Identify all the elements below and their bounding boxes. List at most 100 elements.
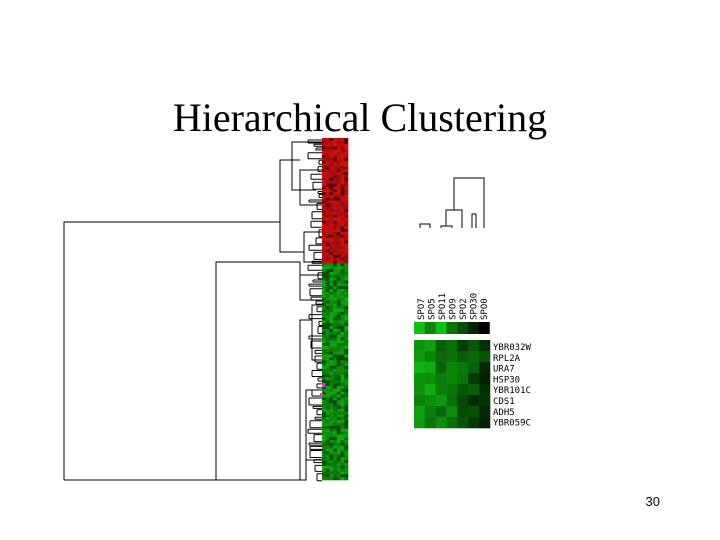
heatmap-cell	[325, 163, 330, 167]
heatmap-cell	[344, 403, 349, 407]
heatmap-cell	[333, 271, 338, 276]
heatmap-cell	[329, 254, 334, 258]
heatmap-cell	[333, 294, 338, 298]
heatmap-cell	[333, 291, 338, 296]
heatmap-cell	[322, 468, 327, 472]
heatmap-cell	[344, 209, 349, 213]
zoom-heatmap-cell	[457, 417, 469, 429]
heatmap-cell	[322, 209, 327, 213]
heatmap-cell	[344, 368, 349, 372]
heatmap-cell	[340, 246, 345, 250]
heatmap-cell	[322, 442, 327, 447]
heatmap-cell	[336, 331, 341, 335]
heatmap-cell	[336, 374, 341, 378]
heatmap-cell	[325, 220, 330, 224]
zoom-heatmap-cell	[424, 406, 437, 418]
heatmap-cell	[325, 297, 330, 301]
heatmap-cell	[322, 326, 327, 330]
heatmap-cell	[340, 374, 345, 378]
heatmap-cell	[340, 163, 345, 167]
heatmap-cell	[344, 380, 349, 384]
zoom-heatmap-cell	[424, 384, 437, 396]
heatmap-cell	[325, 146, 330, 150]
heatmap-cell	[340, 391, 345, 395]
heatmap-cell	[344, 177, 349, 182]
heatmap-cell	[322, 180, 327, 184]
heatmap-cell	[336, 303, 341, 307]
heatmap-cell	[333, 297, 338, 301]
heatmap-cell	[329, 320, 334, 324]
heatmap-cell	[344, 206, 349, 210]
heatmap-cell	[333, 320, 338, 324]
heatmap-cell	[325, 442, 330, 447]
heatmap-cell	[340, 442, 345, 447]
zoom-heatmap-cell	[479, 384, 491, 396]
heatmap-cell	[336, 309, 341, 313]
heatmap-cell	[325, 289, 330, 293]
heatmap-cell	[340, 309, 345, 313]
heatmap-cell	[340, 306, 345, 310]
dendrogram-leaf	[318, 320, 322, 326]
heatmap-cell	[329, 311, 334, 315]
heatmap-cell	[340, 477, 345, 481]
heatmap-cell	[322, 351, 327, 355]
heatmap-cell	[322, 160, 327, 164]
gene-label: YBR101C	[493, 386, 531, 396]
heatmap-cell	[340, 343, 345, 347]
gene-label: YBR059C	[493, 419, 531, 429]
heatmap-cell	[336, 351, 341, 355]
heatmap-cell	[329, 200, 334, 204]
heatmap-cell	[336, 346, 341, 350]
heatmap-cell	[329, 283, 334, 287]
heatmap-cell	[322, 263, 327, 267]
gene-label: CDS1	[493, 397, 515, 407]
heatmap-cell	[333, 217, 338, 221]
heatmap-cell	[329, 428, 334, 432]
heatmap-cell	[322, 240, 327, 244]
heatmap-cell	[333, 383, 338, 387]
heatmap-cell	[329, 346, 334, 350]
zoom-heatmap-cell	[435, 373, 447, 385]
heatmap-cell	[329, 232, 334, 236]
heatmap-cell	[336, 414, 341, 418]
heatmap-cell	[333, 351, 338, 355]
heatmap-cell	[344, 411, 349, 415]
heatmap-cell	[329, 197, 334, 201]
heatmap-cell	[325, 243, 330, 247]
heatmap-cell	[325, 263, 330, 267]
heatmap-cell	[333, 289, 338, 293]
heatmap-cell	[344, 423, 349, 427]
dendrogram-leaf	[314, 416, 322, 420]
heatmap-cell	[325, 380, 330, 384]
heatmap-cell	[322, 140, 327, 144]
heatmap-cell	[344, 348, 349, 353]
heatmap-cell	[325, 249, 330, 253]
heatmap-cell	[329, 383, 334, 387]
dendrogram-leaf	[308, 442, 322, 446]
heatmap-cell	[344, 138, 349, 142]
heatmap-cell	[333, 425, 338, 429]
heatmap-cell	[322, 186, 327, 190]
heatmap-cell	[322, 431, 327, 435]
heatmap-cell	[344, 291, 349, 296]
heatmap-cell	[336, 157, 341, 162]
heatmap-cell	[333, 451, 338, 455]
heatmap-cell	[344, 440, 349, 444]
heatmap-cell	[329, 286, 334, 290]
heatmap-cell	[329, 237, 334, 241]
heatmap-cell	[336, 311, 341, 315]
heatmap-cell	[333, 323, 338, 327]
heatmap-cell	[325, 269, 330, 273]
heatmap-cell	[340, 155, 345, 159]
heatmap-cell	[336, 177, 341, 182]
heatmap-cell	[340, 311, 345, 315]
heatmap-cell	[322, 257, 327, 261]
heatmap-cell	[336, 334, 341, 338]
heatmap-cell	[344, 414, 349, 418]
heatmap-cell	[340, 232, 345, 236]
heatmap-cell	[340, 368, 345, 372]
heatmap-cell	[336, 274, 341, 278]
heatmap-cell	[336, 277, 341, 281]
heatmap-cell	[344, 189, 349, 193]
